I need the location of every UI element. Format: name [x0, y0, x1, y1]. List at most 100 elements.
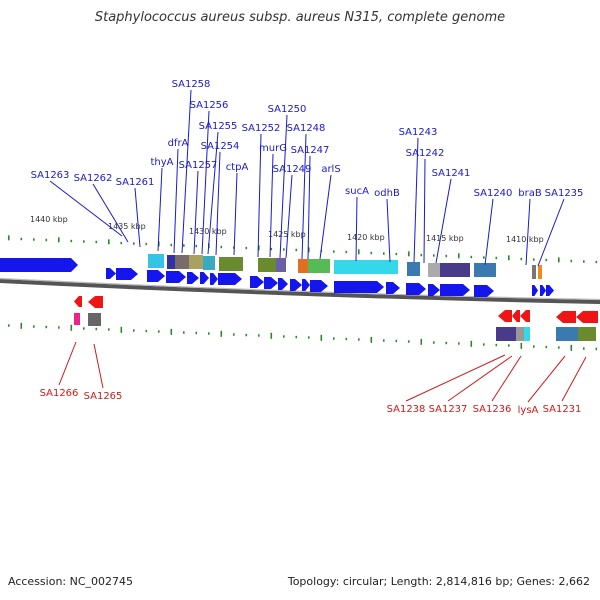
forward-gene-arrow[interactable] — [166, 271, 186, 283]
forward-gene-arrow[interactable] — [474, 285, 494, 297]
feature-box[interactable] — [428, 263, 440, 277]
feature-box[interactable] — [276, 258, 286, 272]
feature-box[interactable] — [496, 327, 516, 341]
gene-label-sa1236[interactable]: SA1236 — [473, 404, 512, 415]
gene-label-sa1238[interactable]: SA1238 — [387, 404, 426, 415]
forward-gene-arrow[interactable] — [250, 276, 264, 288]
feature-box[interactable] — [407, 262, 420, 276]
feature-box[interactable] — [189, 255, 203, 269]
scale-tick — [8, 324, 10, 327]
feature-box[interactable] — [88, 313, 101, 326]
forward-gene-arrow[interactable] — [290, 279, 302, 291]
gene-label-sa1256[interactable]: SA1256 — [190, 100, 229, 111]
forward-gene-arrow[interactable] — [106, 268, 116, 279]
gene-label-sa1266[interactable]: SA1266 — [40, 388, 79, 399]
gene-label-sa1257[interactable]: SA1257 — [179, 160, 218, 171]
feature-box[interactable] — [440, 263, 470, 277]
reverse-gene-arrow[interactable] — [74, 296, 82, 307]
reverse-gene-arrow[interactable] — [576, 311, 598, 323]
gene-label-sa1231[interactable]: SA1231 — [543, 404, 582, 415]
forward-gene-arrow[interactable] — [147, 270, 165, 282]
forward-gene-arrow[interactable] — [218, 273, 242, 285]
feature-box[interactable] — [298, 259, 308, 273]
gene-label-sa1240[interactable]: SA1240 — [474, 188, 513, 199]
gene-label-lysa[interactable]: lysA — [518, 405, 539, 416]
reverse-gene-arrow[interactable] — [512, 310, 520, 322]
forward-gene-arrow[interactable] — [310, 280, 328, 292]
forward-gene-arrow[interactable] — [116, 268, 138, 280]
forward-gene-arrow[interactable] — [302, 279, 310, 291]
feature-box[interactable] — [74, 313, 80, 325]
feature-box[interactable] — [474, 263, 496, 277]
feature-box[interactable] — [203, 256, 215, 270]
leader-line — [285, 174, 293, 259]
forward-gene-arrow[interactable] — [428, 284, 440, 296]
genome-backbone-highlight — [0, 277, 600, 301]
scale-tick — [383, 252, 385, 255]
gene-label-odhb[interactable]: odhB — [374, 188, 400, 199]
feature-box[interactable] — [308, 259, 330, 273]
feature-box[interactable] — [516, 327, 524, 341]
feature-box[interactable] — [556, 327, 578, 341]
forward-gene-arrow[interactable] — [264, 277, 278, 289]
scale-tick — [558, 346, 560, 349]
feature-box[interactable] — [538, 265, 542, 279]
gene-label-sa1258[interactable]: SA1258 — [172, 79, 211, 90]
feature-box[interactable] — [258, 258, 276, 272]
scale-tick — [508, 344, 510, 347]
reverse-gene-arrow[interactable] — [498, 310, 512, 322]
scale-tick — [470, 255, 473, 259]
gene-label-sa1254[interactable]: SA1254 — [201, 141, 240, 152]
gene-label-sa1241[interactable]: SA1241 — [432, 168, 471, 179]
forward-gene-arrow[interactable] — [0, 258, 78, 272]
forward-gene-arrow[interactable] — [210, 273, 218, 285]
gene-label-sa1255[interactable]: SA1255 — [199, 121, 238, 132]
reverse-gene-arrow[interactable] — [520, 310, 530, 322]
scale-tick — [108, 328, 110, 331]
gene-label-ctpa[interactable]: ctpA — [226, 162, 249, 173]
scale-tick — [395, 252, 398, 256]
feature-box[interactable] — [524, 327, 530, 341]
forward-gene-arrow[interactable] — [278, 278, 288, 290]
gene-label-sa1262[interactable]: SA1262 — [74, 173, 113, 184]
gene-label-sa1247[interactable]: SA1247 — [291, 145, 330, 156]
feature-box[interactable] — [578, 327, 596, 341]
forward-gene-arrow[interactable] — [440, 284, 470, 296]
feature-box[interactable] — [167, 255, 175, 269]
feature-box[interactable] — [175, 255, 189, 269]
gene-label-brab[interactable]: braB — [518, 188, 542, 199]
gene-label-arls[interactable]: arlS — [321, 164, 340, 175]
forward-gene-arrow[interactable] — [540, 285, 546, 296]
forward-gene-arrow[interactable] — [406, 283, 426, 295]
gene-label-sa1261[interactable]: SA1261 — [116, 177, 155, 188]
forward-gene-arrow[interactable] — [532, 285, 538, 296]
gene-label-sa1250[interactable]: SA1250 — [268, 104, 307, 115]
gene-label-suca[interactable]: sucA — [345, 186, 369, 197]
gene-label-sa1242[interactable]: SA1242 — [406, 148, 445, 159]
forward-gene-arrow[interactable] — [334, 281, 384, 293]
gene-label-sa1252[interactable]: SA1252 — [242, 123, 281, 134]
feature-box[interactable] — [219, 257, 243, 271]
forward-gene-arrow[interactable] — [200, 272, 209, 284]
feature-box[interactable] — [334, 260, 398, 274]
gene-label-sa1249[interactable]: SA1249 — [273, 164, 312, 175]
gene-label-sa1237[interactable]: SA1237 — [429, 404, 468, 415]
reverse-gene-arrow[interactable] — [88, 296, 103, 308]
forward-gene-arrow[interactable] — [546, 285, 554, 296]
gene-label-sa1243[interactable]: SA1243 — [399, 127, 438, 138]
feature-box[interactable] — [148, 254, 164, 268]
gene-label-sa1235[interactable]: SA1235 — [545, 188, 584, 199]
gene-label-sa1248[interactable]: SA1248 — [287, 123, 326, 134]
gene-label-dfra[interactable]: dfrA — [168, 138, 189, 149]
gene-label-murg[interactable]: murG — [259, 143, 287, 154]
forward-gene-arrow[interactable] — [187, 272, 199, 284]
reverse-gene-arrow[interactable] — [556, 311, 576, 323]
gene-label-sa1263[interactable]: SA1263 — [31, 170, 70, 181]
feature-box[interactable] — [532, 265, 536, 279]
forward-gene-arrow[interactable] — [386, 282, 400, 294]
gene-label-thya[interactable]: thyA — [150, 157, 173, 168]
scale-tick — [245, 333, 248, 337]
gene-label-sa1265[interactable]: SA1265 — [84, 391, 123, 402]
